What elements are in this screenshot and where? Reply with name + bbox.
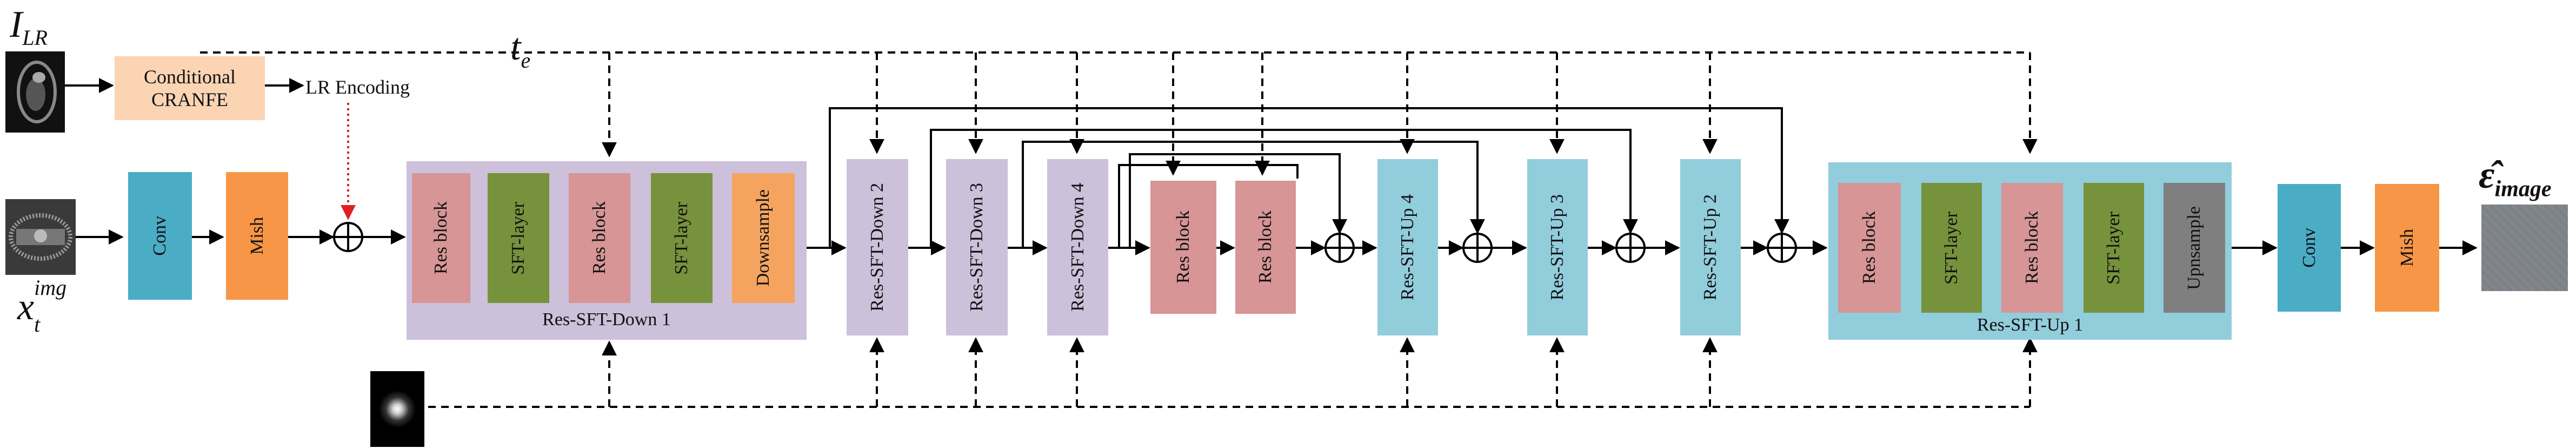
skip-down1-to-up1	[829, 107, 1789, 248]
te-label: te	[510, 27, 531, 73]
i-lr-label: ILR	[10, 4, 48, 50]
bottleneck-res-block-2: Res block	[1235, 181, 1296, 314]
input-mish-block: Mish	[226, 172, 288, 300]
skip-down4-to-res	[1118, 164, 1299, 248]
bottleneck-res-block-1: Res block	[1150, 181, 1216, 314]
res-sft-up3-block: Res-SFT-Up 3	[1527, 159, 1588, 335]
add-node-input	[333, 222, 363, 252]
output-label: ε̂image	[2479, 153, 2552, 202]
lr-image-thumbnail	[5, 51, 65, 133]
up1-res-block-1: Res block	[1838, 183, 1901, 313]
up1-res-block-2: Res block	[2001, 183, 2063, 313]
down1-label: Res-SFT-Down 1	[542, 309, 671, 330]
down1-res-block-1: Res block	[412, 173, 470, 303]
res-sft-down4-block: Res-SFT-Down 4	[1047, 159, 1108, 335]
skip-down4-to-up4	[1129, 153, 1347, 248]
mask-image-thumbnail	[370, 371, 424, 447]
add-node-4	[1767, 233, 1797, 263]
res-sft-up2-block: Res-SFT-Up 2	[1680, 159, 1741, 335]
output-conv-block: Conv	[2278, 184, 2341, 312]
lr-encoding-label: LR Encoding	[305, 76, 410, 98]
res-sft-down3-block: Res-SFT-Down 3	[946, 159, 1008, 335]
add-node-1	[1324, 233, 1355, 263]
down1-sft-layer-2: SFT-layer	[651, 173, 713, 303]
add-node-3	[1615, 233, 1646, 263]
up1-sft-layer-2: SFT-layer	[2084, 183, 2144, 313]
add-node-2	[1462, 233, 1493, 263]
up1-upsample: Upnsample	[2164, 183, 2225, 313]
res-sft-up4-block: Res-SFT-Up 4	[1377, 159, 1438, 335]
down1-sft-layer-1: SFT-layer	[488, 173, 549, 303]
output-noise-thumbnail	[2481, 205, 2568, 291]
skip-down2-to-up2	[930, 129, 1638, 248]
res-sft-down2-block: Res-SFT-Down 2	[847, 159, 908, 335]
conditional-cranfe-block: Conditional CRANFE	[115, 56, 265, 120]
xt-image-thumbnail	[5, 199, 76, 275]
output-mish-block: Mish	[2375, 184, 2439, 312]
down1-res-block-2: Res block	[569, 173, 630, 303]
input-conv-block: Conv	[128, 172, 192, 300]
up1-sft-layer-1: SFT-layer	[1921, 183, 1982, 313]
down1-downsample: Downsample	[732, 173, 795, 303]
up1-label: Res-SFT-Up 1	[1976, 315, 2084, 335]
skip-down3-to-up3	[1022, 141, 1485, 248]
